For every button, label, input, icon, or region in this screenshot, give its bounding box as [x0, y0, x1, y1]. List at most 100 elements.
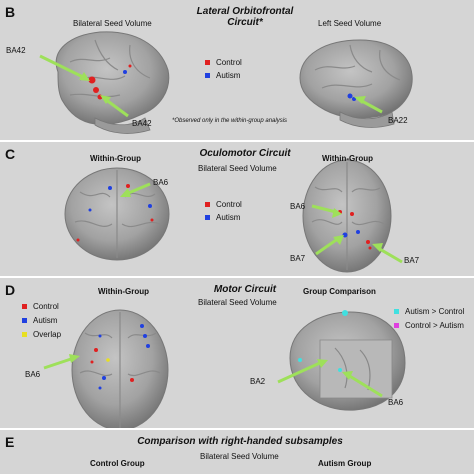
- legend-item: Control > Autism: [394, 321, 464, 330]
- arrow: [104, 97, 129, 118]
- panel-e: E Comparison with right-handed subsample…: [0, 430, 474, 474]
- arrow: [39, 54, 86, 80]
- arrow-head: [333, 235, 344, 245]
- top-view-brain: [302, 159, 392, 273]
- panel-subtitle: Bilateral Seed Volume: [198, 164, 277, 173]
- legend-swatch: [205, 60, 210, 66]
- activation-spot: [94, 348, 98, 352]
- activation-spot: [342, 232, 348, 238]
- activation-spot: [98, 386, 102, 390]
- activation-spot: [93, 87, 99, 93]
- activation-spot: [366, 240, 370, 244]
- activation-spot: [356, 230, 360, 234]
- legend-swatch: [205, 202, 210, 208]
- right-lateral-brain: [299, 39, 413, 128]
- legend-item: Autism > Control: [394, 307, 464, 316]
- axial-slice-brain: [71, 309, 169, 428]
- arrow-head: [342, 371, 353, 380]
- panel-title: Oculomotor Circuit: [199, 148, 291, 159]
- activation-spot: [98, 334, 102, 338]
- legend-swatch: [205, 73, 210, 79]
- view-label: Bilateral Seed Volume: [73, 19, 152, 28]
- panel-b: B Lateral Orbitofrontal Circuit* Bilater…: [0, 0, 474, 140]
- activation-spot: [106, 358, 110, 362]
- activation-spot: [140, 324, 144, 328]
- activation-spot: [368, 246, 372, 250]
- activation-spot: [146, 344, 150, 348]
- arrow-head: [100, 95, 111, 104]
- legend-swatch: [205, 215, 210, 221]
- activation-spot: [148, 204, 152, 208]
- legend-item: Overlap: [22, 330, 61, 339]
- legend-item: Control: [22, 302, 59, 311]
- ba-label: BA6: [25, 370, 41, 379]
- panel-letter: C: [5, 146, 16, 162]
- legend-item: Autism: [22, 316, 57, 325]
- ba-label: BA2: [250, 377, 266, 386]
- arrow: [377, 246, 403, 264]
- panel-letter: E: [5, 434, 15, 450]
- arrow-head: [69, 354, 80, 363]
- ba-label: BA6: [290, 202, 306, 211]
- legend-swatch: [22, 318, 27, 324]
- arrow-head: [332, 208, 342, 218]
- panel-title: Comparison with right-handed subsamples: [137, 436, 343, 447]
- activation-spot: [347, 93, 353, 99]
- ba-label: BA22: [388, 116, 408, 125]
- panel-title-line2: Circuit*: [227, 17, 263, 28]
- activation-spot: [150, 218, 154, 222]
- legend-swatch: [394, 309, 399, 315]
- ba-label: BA42: [6, 46, 26, 55]
- arrow-head: [120, 188, 131, 197]
- oblique-view-brain: [289, 311, 406, 411]
- panel-c-figure: [64, 159, 403, 273]
- legend-item: Control: [205, 58, 242, 67]
- activation-spot: [88, 208, 92, 212]
- activation-spot: [143, 334, 147, 338]
- arrow-head: [79, 72, 90, 81]
- panel-letter: D: [5, 282, 16, 298]
- panel-d: D Motor Circuit Bilateral Seed Volume Wi…: [0, 278, 474, 428]
- activation-spot: [108, 186, 112, 190]
- left-lateral-brain: [55, 31, 170, 134]
- activation-spot: [88, 76, 96, 84]
- activation-spot: [126, 184, 130, 188]
- arrow: [43, 356, 75, 370]
- footnote: *Observed only in the within-group analy…: [172, 118, 288, 124]
- arrow: [315, 236, 340, 256]
- arrow: [311, 204, 337, 214]
- arrow: [359, 98, 383, 114]
- activation-spot: [102, 376, 106, 380]
- legend-swatch: [394, 323, 399, 329]
- view-label: Autism Group: [318, 459, 372, 468]
- panel-subtitle: Bilateral Seed Volume: [198, 298, 277, 307]
- activation-spot: [130, 378, 134, 382]
- arrow: [277, 360, 323, 384]
- legend-swatch: [22, 304, 27, 310]
- activation-spot: [338, 368, 342, 372]
- ba-label: BA6: [388, 398, 404, 407]
- panel-b-figure: [39, 31, 413, 134]
- ba-label: BA7: [404, 256, 420, 265]
- panel-title-line1: Lateral Orbitofrontal: [196, 6, 294, 17]
- ba-label: BA7: [290, 254, 306, 263]
- legend-item: Autism: [205, 71, 240, 80]
- view-label: Within-Group: [90, 154, 142, 163]
- activation-spot: [123, 70, 127, 74]
- panel-d-figure: [43, 309, 406, 428]
- panel-letter: B: [5, 4, 16, 20]
- ba-label: BA42: [132, 119, 152, 128]
- activation-spot: [90, 360, 94, 364]
- view-label: Within-Group: [98, 287, 150, 296]
- panel-c: C Oculomotor Circuit Bilateral Seed Volu…: [0, 142, 474, 276]
- arrow-head: [354, 96, 366, 104]
- activation-spot: [76, 238, 80, 242]
- ba-label: BA6: [153, 178, 169, 187]
- arrow: [347, 373, 383, 398]
- arrow: [125, 182, 151, 196]
- view-label: Within-Group: [322, 154, 374, 163]
- view-label: Left Seed Volume: [318, 19, 382, 28]
- activation-spot: [350, 212, 354, 216]
- legend-item: Control: [205, 200, 242, 209]
- arrow-head: [372, 243, 383, 252]
